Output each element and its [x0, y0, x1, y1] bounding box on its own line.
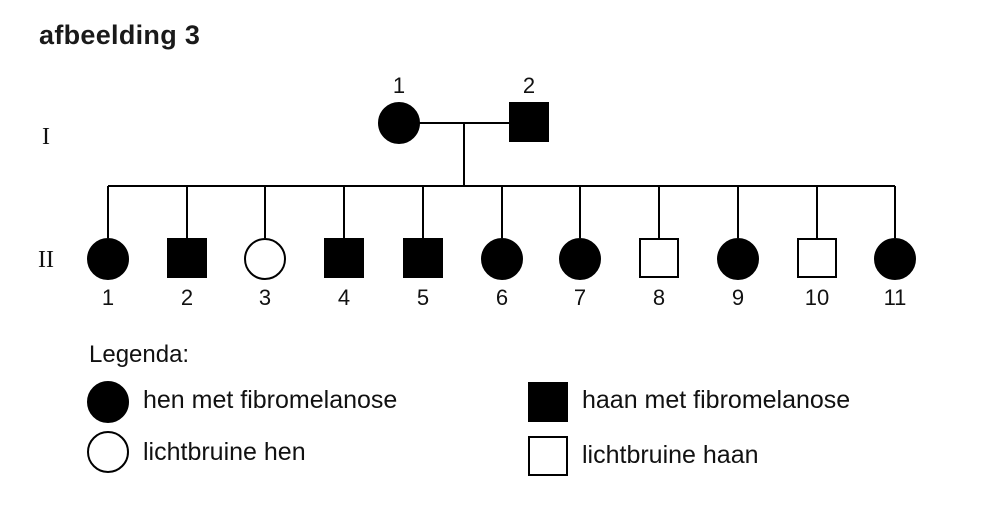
gen2-individual-9-female-affected — [717, 238, 759, 280]
legend-label-rooster-affected: haan met fibromelanose — [582, 386, 850, 414]
generation-label-ii: II — [38, 247, 54, 273]
gen1-number-1: 1 — [393, 73, 405, 98]
gen2-number-8: 8 — [653, 285, 665, 310]
gen2-number-3: 3 — [259, 285, 271, 310]
legend-label-rooster-unaffected: lichtbruine haan — [582, 441, 759, 469]
gen1-individual-1-female-affected — [378, 102, 420, 144]
figure-title: afbeelding 3 — [39, 20, 201, 50]
gen2-individual-2-male-affected — [167, 238, 207, 278]
gen2-number-2: 2 — [181, 285, 193, 310]
legend-symbol-square-filled — [528, 382, 568, 422]
gen2-individual-1-female-affected — [87, 238, 129, 280]
gen2-number-9: 9 — [732, 285, 744, 310]
gen2-number-11: 11 — [884, 285, 907, 310]
gen2-individual-5-male-affected — [403, 238, 443, 278]
legend-label-hen-affected: hen met fibromelanose — [143, 386, 397, 414]
gen1-individual-2-male-affected — [509, 102, 549, 142]
legend-title: Legenda: — [89, 341, 189, 368]
gen2-individual-4-male-affected — [324, 238, 364, 278]
gen1-number-2: 2 — [523, 73, 535, 98]
gen2-individual-7-female-affected — [559, 238, 601, 280]
gen2-individual-3-female-unaffected — [244, 238, 286, 280]
generation-label-i: I — [42, 124, 50, 150]
gen2-number-10: 10 — [805, 285, 829, 310]
gen2-number-5: 5 — [417, 285, 429, 310]
gen2-individual-10-male-unaffected — [797, 238, 837, 278]
legend-symbol-circle-filled — [87, 381, 129, 423]
gen2-individual-8-male-unaffected — [639, 238, 679, 278]
legend-symbol-square-open — [528, 436, 568, 476]
gen2-number-1: 1 — [102, 285, 114, 310]
gen2-individual-6-female-affected — [481, 238, 523, 280]
gen2-number-7: 7 — [574, 285, 586, 310]
gen2-number-4: 4 — [338, 285, 350, 310]
legend-symbol-circle-open — [87, 431, 129, 473]
gen2-number-6: 6 — [496, 285, 508, 310]
legend-label-hen-unaffected: lichtbruine hen — [143, 438, 306, 466]
gen2-individual-11-female-affected — [874, 238, 916, 280]
